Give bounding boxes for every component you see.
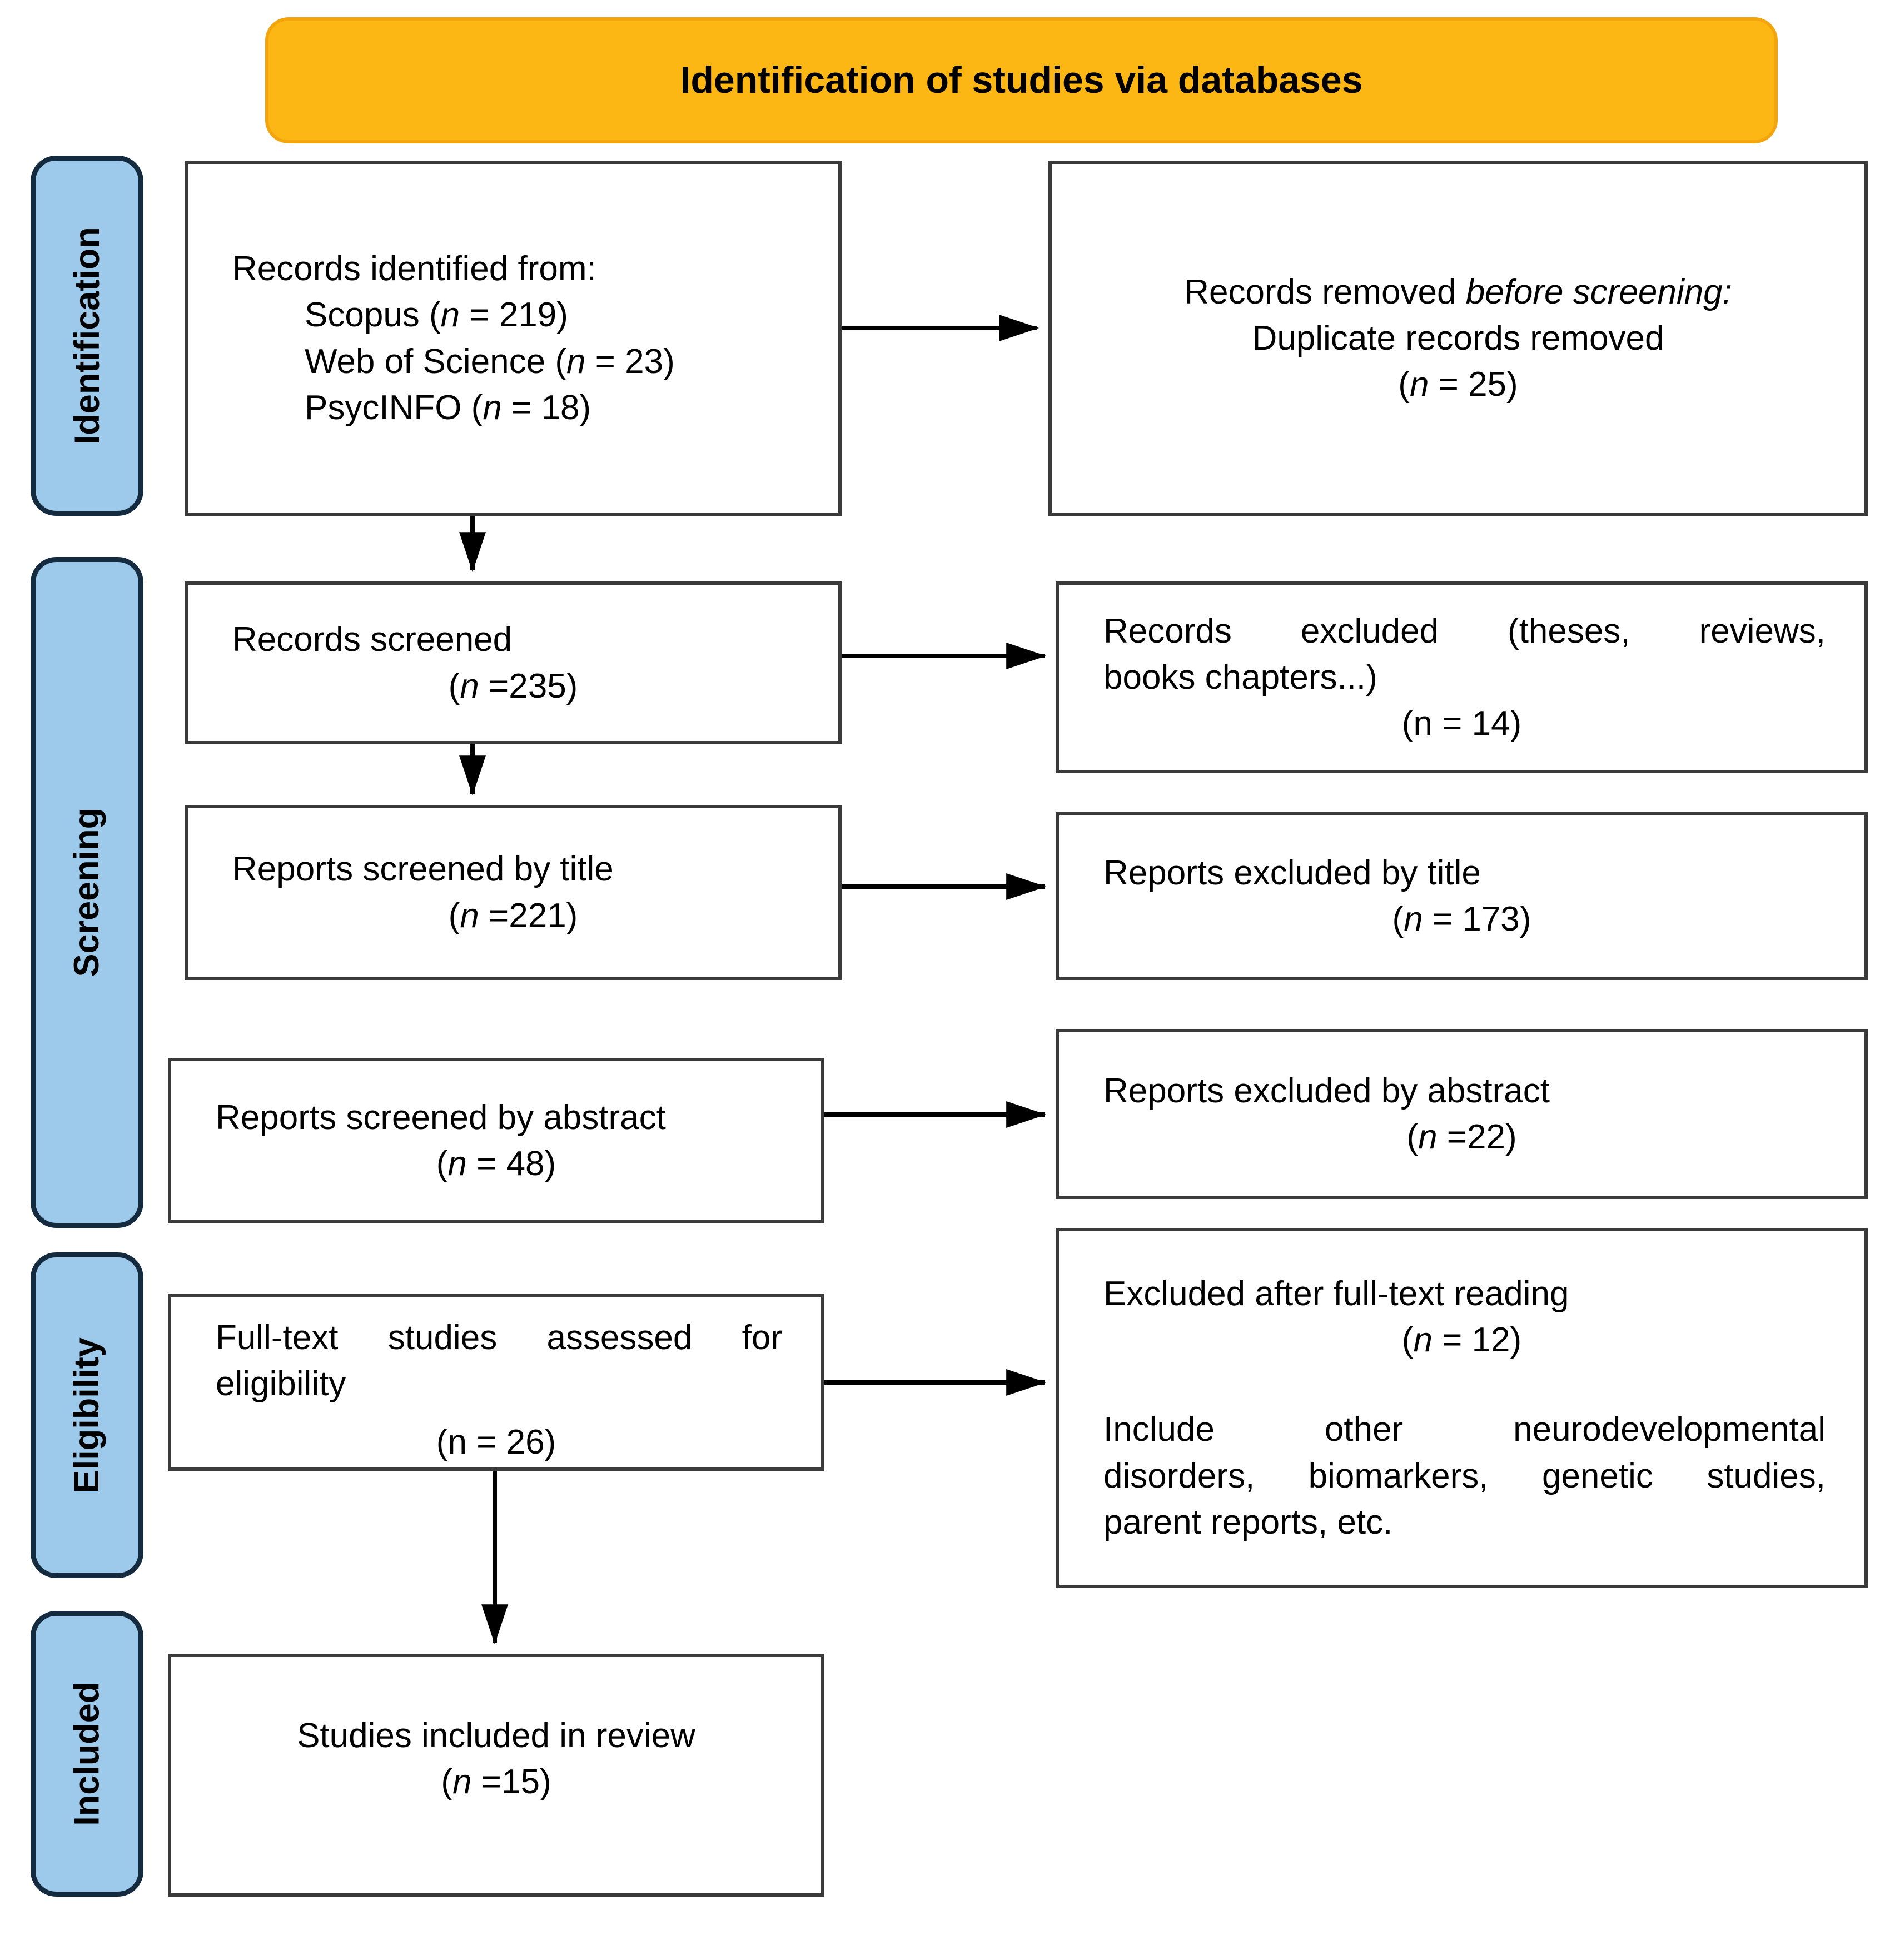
stage-label-included: Included xyxy=(31,1611,143,1897)
stage-label-text: Included xyxy=(67,1682,107,1826)
box-records-excluded: Records excluded (theses, reviews, books… xyxy=(1056,581,1868,773)
box-records-identified: Records identified from: Scopus (n = 219… xyxy=(185,161,842,516)
count-label: (n =221) xyxy=(448,896,578,935)
box-studies-included: Studies included in review (n =15) xyxy=(168,1654,824,1897)
box-reports-excluded-title: Reports excluded by title (n = 173) xyxy=(1056,812,1868,980)
count-label: (n = 26) xyxy=(436,1423,556,1462)
count-label: (n =15) xyxy=(441,1763,551,1802)
box-title: Reports excluded by abstract xyxy=(1103,1071,1550,1110)
count-label: (n = 14) xyxy=(1401,704,1522,743)
box-records-screened: Records screened (n =235) xyxy=(185,581,842,744)
diagram-title: Identification of studies via databases xyxy=(680,58,1363,101)
box-title: Reports screened by abstract xyxy=(216,1098,666,1137)
box-title-line1: Records excluded (theses, reviews, xyxy=(1103,611,1826,650)
source-psycinfo: PsycINFO (n = 18) xyxy=(305,388,591,427)
diagram-title-banner: Identification of studies via databases xyxy=(265,17,1778,143)
note-line1: Include other neurodevelopmental xyxy=(1103,1410,1826,1449)
stage-label-screening: Screening xyxy=(31,557,143,1228)
box-reports-screened-title: Reports screened by title (n =221) xyxy=(185,805,842,980)
source-scopus: Scopus (n = 219) xyxy=(305,296,568,335)
stage-label-text: Screening xyxy=(67,808,107,977)
box-title: Studies included in review xyxy=(297,1717,695,1755)
box-title: Excluded after full-text reading xyxy=(1103,1275,1569,1314)
note-line2: disorders, biomarkers, genetic studies, xyxy=(1103,1456,1826,1495)
count-label: (n = 25) xyxy=(1398,365,1518,404)
title-italic: before screening: xyxy=(1465,272,1732,311)
box-fulltext-assessed: Full-text studies assessed for eligibili… xyxy=(168,1294,824,1471)
box-records-removed: Records removed before screening: Duplic… xyxy=(1048,161,1868,516)
box-fulltext-excluded: Excluded after full-text reading (n = 12… xyxy=(1056,1228,1868,1588)
box-title: Reports excluded by title xyxy=(1103,853,1481,892)
stage-label-eligibility: Eligibility xyxy=(31,1252,143,1578)
box-title-line1: Full-text studies assessed for xyxy=(216,1319,782,1357)
stage-label-text: Identification xyxy=(67,227,107,445)
count-label: (n =235) xyxy=(448,666,578,705)
title-regular: Records removed xyxy=(1184,272,1466,311)
stage-label-identification: Identification xyxy=(31,156,143,516)
note-line3: parent reports, etc. xyxy=(1103,1503,1393,1541)
box-title: Records identified from: xyxy=(232,250,596,288)
box-title: Records removed before screening: xyxy=(1052,269,1864,315)
box-title: Reports screened by title xyxy=(232,850,614,889)
count-label: (n = 48) xyxy=(436,1145,556,1183)
count-label: (n = 173) xyxy=(1392,900,1531,938)
box-title-line2: books chapters...) xyxy=(1103,658,1377,697)
source-web-of-science: Web of Science (n = 23) xyxy=(305,342,675,381)
count-label: (n =22) xyxy=(1406,1118,1517,1156)
stage-label-text: Eligibility xyxy=(67,1337,107,1494)
box-line2: Duplicate records removed xyxy=(1252,319,1664,357)
spacer xyxy=(171,1407,821,1419)
box-title-line2: eligibility xyxy=(216,1365,346,1404)
spacer xyxy=(1059,1363,1864,1406)
count-label: (n = 12) xyxy=(1401,1321,1522,1360)
box-reports-excluded-abstract: Reports excluded by abstract (n =22) xyxy=(1056,1029,1868,1199)
box-title: Records screened xyxy=(232,620,513,659)
box-reports-screened-abstract: Reports screened by abstract (n = 48) xyxy=(168,1058,824,1223)
